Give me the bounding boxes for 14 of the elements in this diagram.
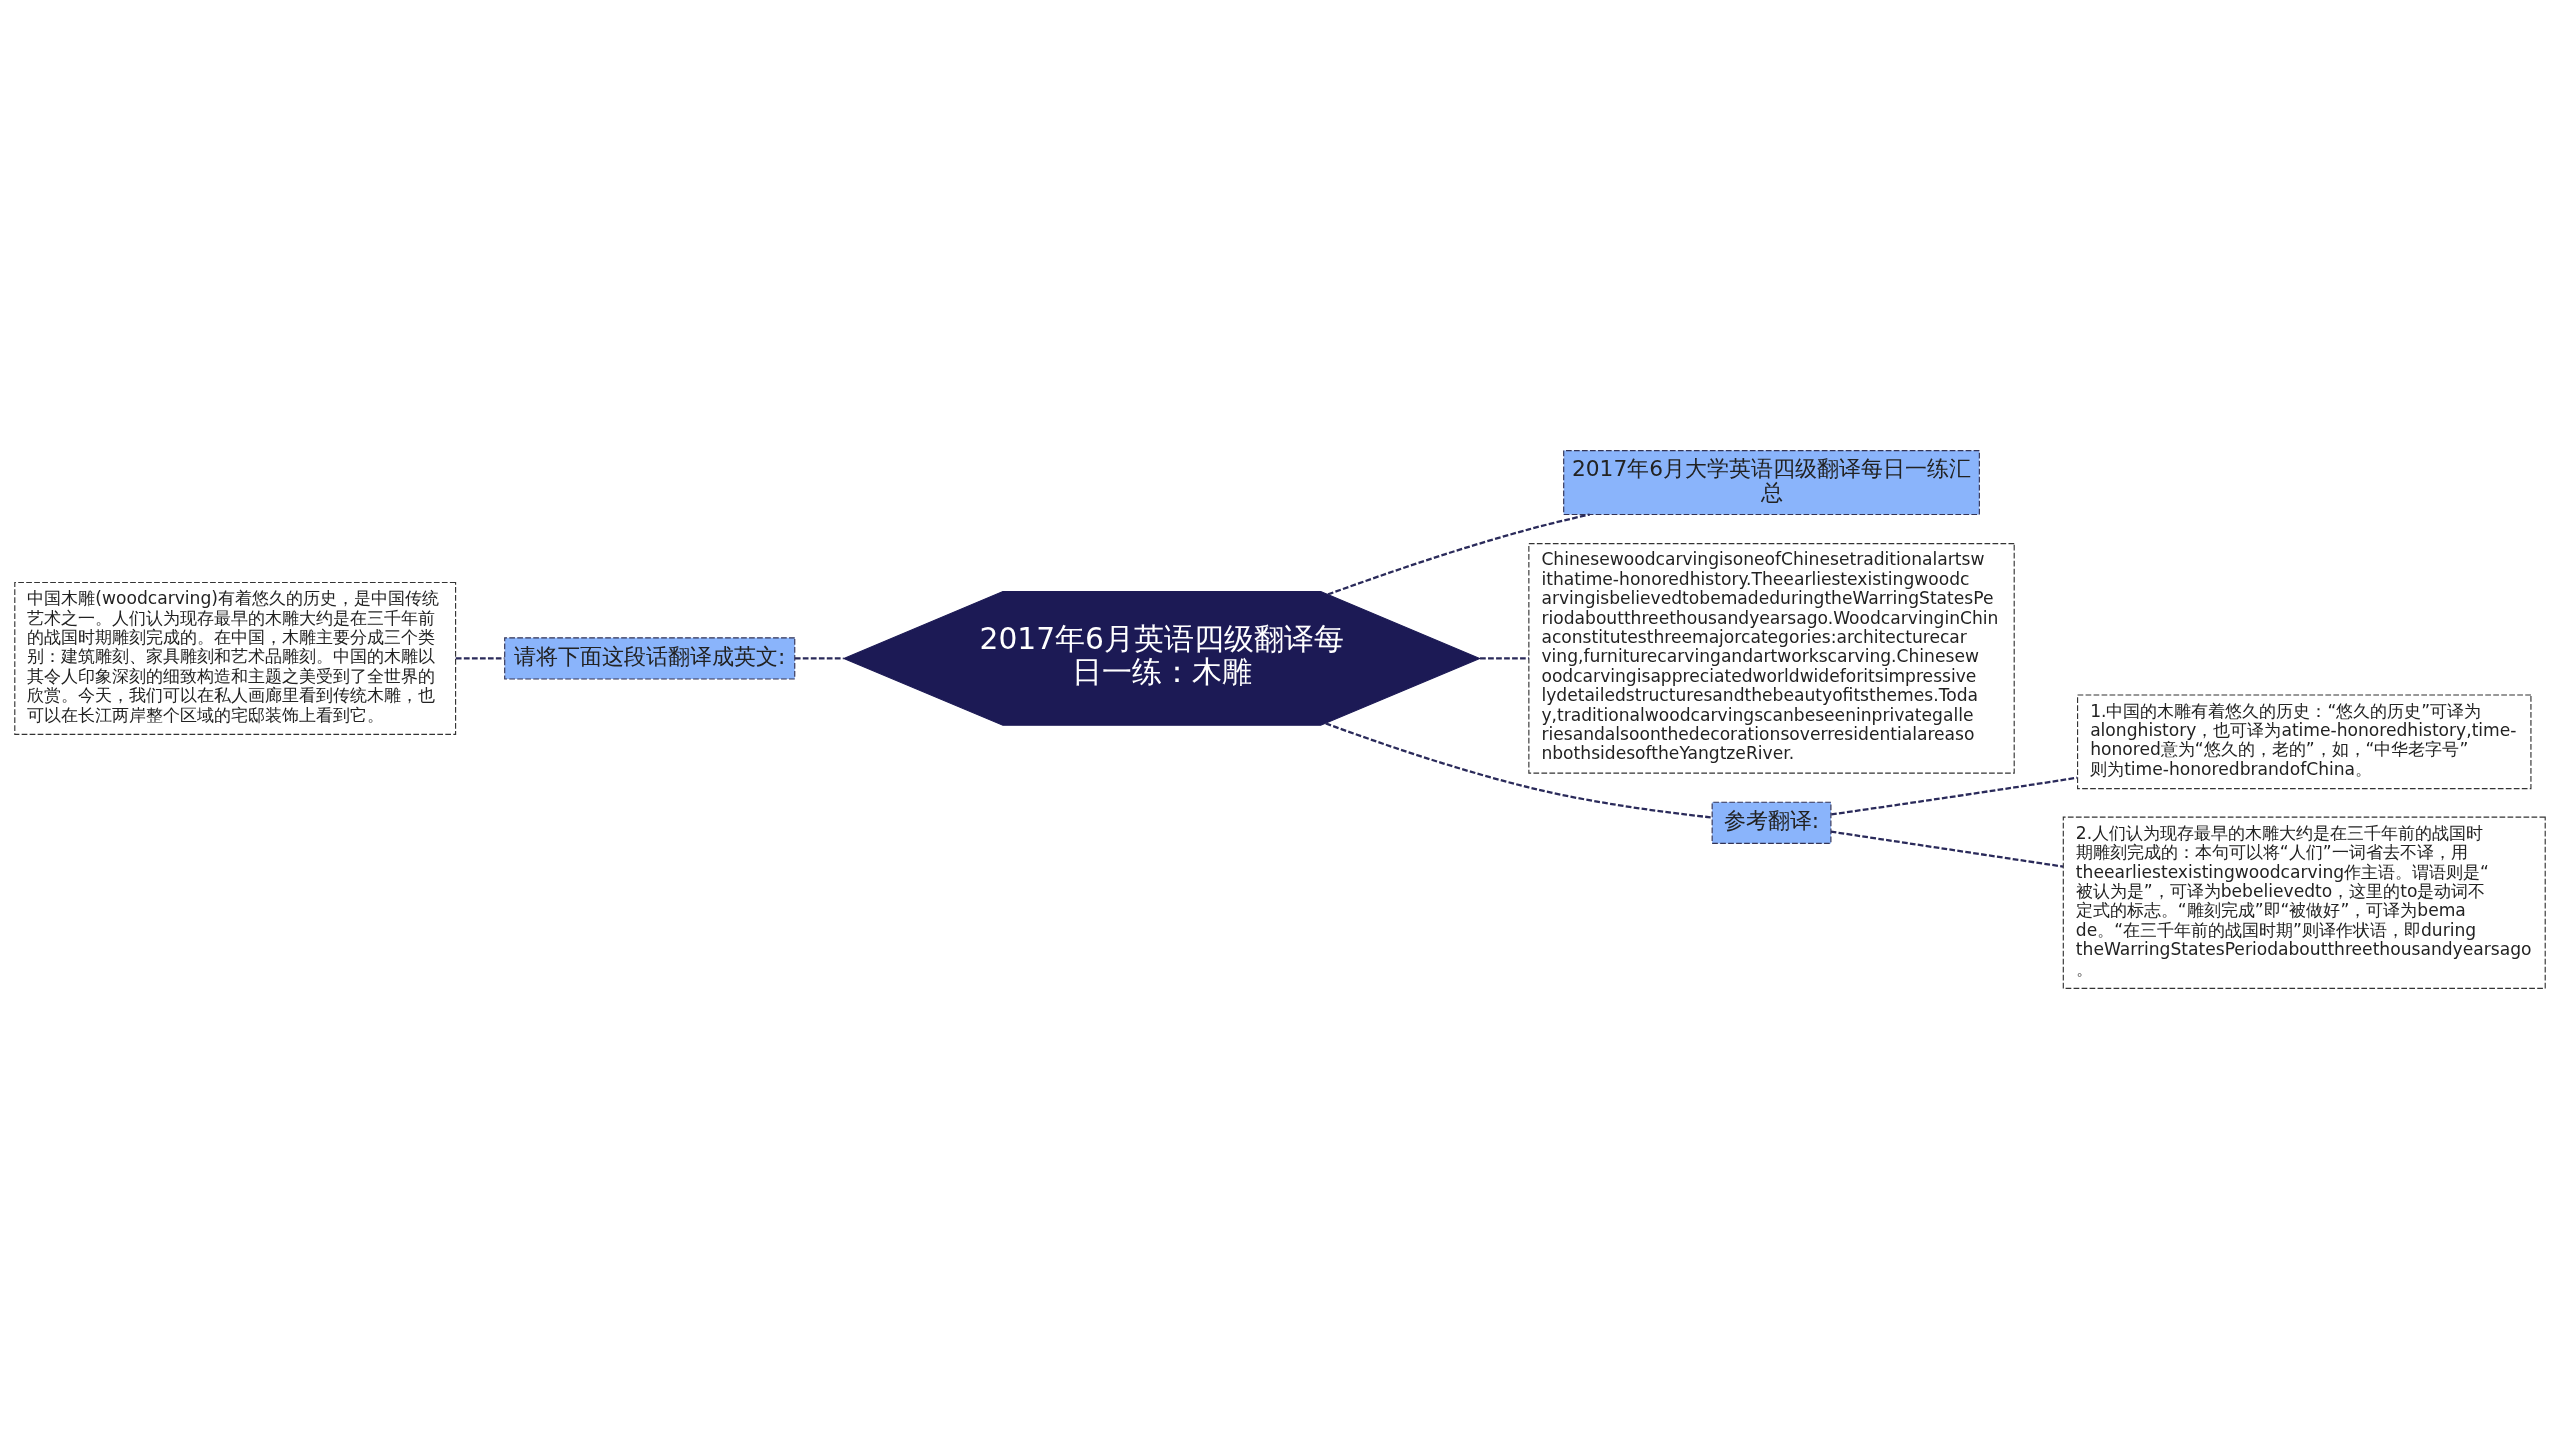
connector	[455, 657, 505, 660]
connector	[1325, 722, 1712, 819]
connector	[1480, 657, 1529, 660]
connector	[1830, 830, 2064, 868]
node-box: 2017年6月大学英语四级翻译每日一练汇总	[1563, 450, 1980, 516]
connector	[794, 657, 844, 660]
node-box: 2.人们认为现存最早的木雕大约是在三千年前的战国时期雕刻完成的：本句可以将“人们”一词省去不译，用theearliestexistingwoodcarving作主语。谓语则是“被认为是”，可译为bebelievedto，这里的to是动词不定式的标志。“雕刻完成”即“被做好”，可译为bemade。“在三千年前的战国时期”则译作状语，即duringtheWarringStatesPeriodaboutthreethousandyearsago。	[2062, 816, 2546, 989]
node-box: 请将下面这段话翻译成英文:	[504, 637, 796, 680]
node-box: ChinesewoodcarvingisoneofChinesetraditionalartswithatime-honoredhistory.TheearliestexistingwoodcarvingisbelievedtobemadeduringtheWarringStatesPeriodaboutthreethousandyearsago.WoodcarvinginChinaconstitutesthreemajorcategories:architecturecarving,furniturecarvingandartworkscarving.Chinesewoodcarvingisappreciatedworldwideforitsimpressivelydetailedstructuresandthebeautyofitsthemes.Today,traditionalwoodcarvingscanbeseeninprivategalleriesandalsoonthedecorationsoverresidentialareasonbothsidesoftheYangtzeRiver.	[1528, 543, 2015, 774]
connector	[1327, 513, 1590, 596]
connector	[1831, 776, 2078, 816]
node-box: 中国木雕(woodcarving)有着悠久的历史，是中国传统艺术之一。人们认为现存最早的木雕大约是在三千年前的战国时期雕刻完成的。在中国，木雕主要分成三个类别：建筑雕刻、家具雕刻和艺术品雕刻。中国的木雕以其令人印象深刻的细致构造和主题之美受到了全世界的欣赏。今天，我们可以在私人画廊里看到传统木雕，也可以在长江两岸整个区域的宅邸装饰上看到它。	[14, 581, 457, 735]
node-box: 1.中国的木雕有着悠久的历史：“悠久的历史”可译为alonghistory，也可译为atime-honoredhistory,time-honored意为“悠久的，老的”，如，“中华老字号”则为time-honoredbrandofChina。	[2077, 694, 2532, 790]
node-box: 参考翻译:	[1711, 801, 1832, 844]
